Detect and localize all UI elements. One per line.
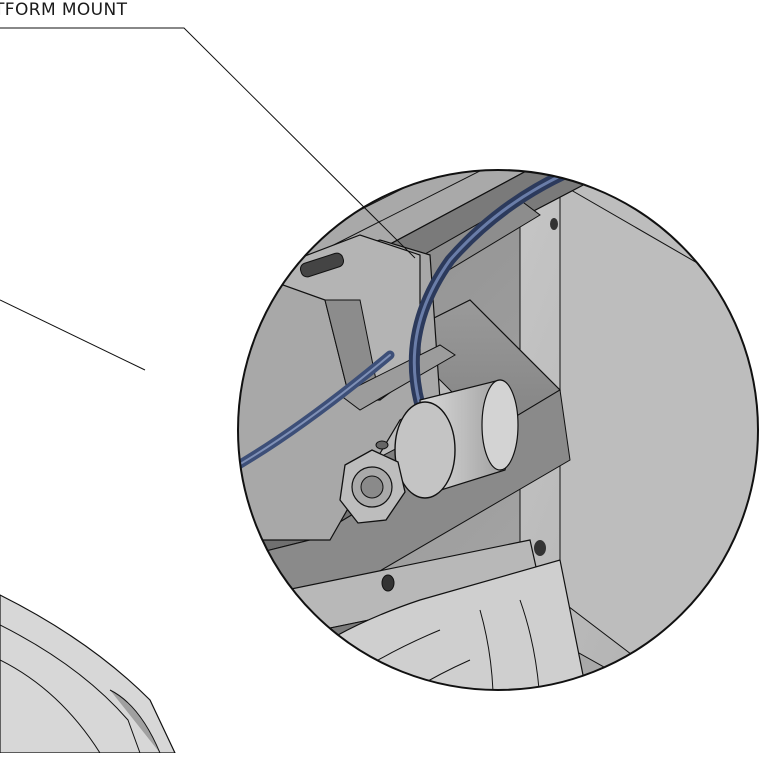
hose-leader-line xyxy=(0,299,146,371)
callout-label: TFORM MOUNT xyxy=(0,0,128,20)
platform-mount-callout: TFORM MOUNT xyxy=(0,0,184,26)
circular-detail xyxy=(238,170,758,690)
adjacent-detail-fragment xyxy=(0,594,176,754)
callout-leader-line xyxy=(0,27,416,259)
detail-circle-outline xyxy=(237,169,759,691)
